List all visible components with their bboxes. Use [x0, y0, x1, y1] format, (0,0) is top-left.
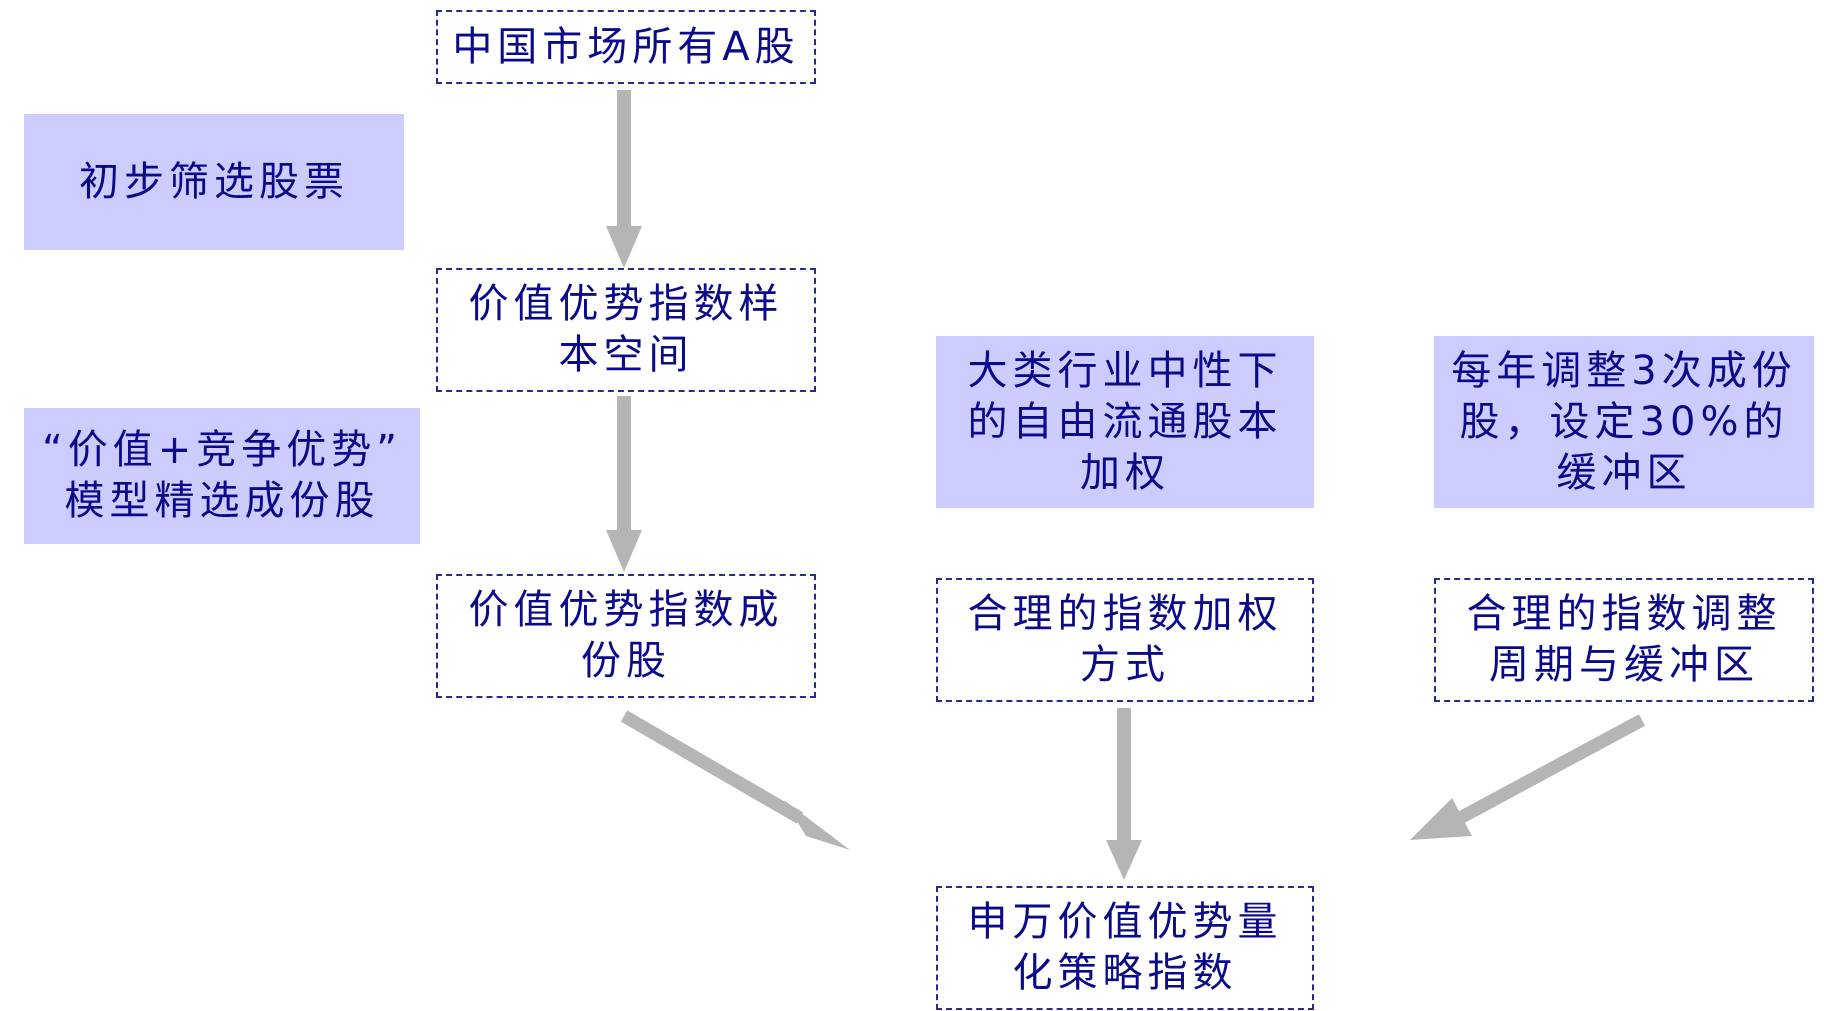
- box-result-index: 申万价值优势量 化策略指数: [936, 886, 1314, 1010]
- label-rebalance-rule-line-2: 股，设定30%的: [1459, 398, 1789, 445]
- box-all-a-shares: 中国市场所有A股: [436, 10, 816, 84]
- label-initial-screening-line-1: 初步筛选股票: [79, 158, 349, 205]
- box-sample-space: 价值优势指数样 本空间: [436, 268, 816, 392]
- arrow-rebalance-to-result: [1410, 714, 1646, 840]
- label-weighting-method-line-2: 的自由流通股本: [967, 398, 1283, 445]
- box-weighting-line-1: 合理的指数加权: [967, 591, 1283, 637]
- label-model-selection: “价值+竞争优势” 模型精选成份股: [24, 408, 420, 544]
- box-weighting: 合理的指数加权 方式: [936, 578, 1314, 702]
- arrow-sample-to-constituents: [606, 396, 642, 572]
- box-rebalance-line-1: 合理的指数调整: [1466, 591, 1782, 637]
- arrow-weighting-to-result: [1106, 708, 1142, 880]
- label-weighting-method-line-1: 大类行业中性下: [967, 347, 1283, 394]
- box-constituents-line-2: 份股: [581, 638, 671, 684]
- label-rebalance-rule-line-1: 每年调整3次成份: [1451, 347, 1797, 394]
- box-sample-space-line-2: 本空间: [558, 332, 694, 378]
- box-result-index-line-2: 化策略指数: [1012, 950, 1238, 996]
- label-rebalance-rule: 每年调整3次成份 股，设定30%的 缓冲区: [1434, 336, 1814, 508]
- label-model-selection-line-1: “价值+竞争优势”: [42, 427, 402, 473]
- box-rebalance-line-2: 周期与缓冲区: [1489, 642, 1759, 688]
- arrow-constituents-to-result: [620, 710, 850, 850]
- box-all-a-shares-line-1: 中国市场所有A股: [452, 23, 800, 70]
- label-initial-screening: 初步筛选股票: [24, 114, 404, 250]
- label-weighting-method-line-3: 加权: [1080, 449, 1170, 496]
- box-constituents-line-1: 价值优势指数成: [468, 587, 784, 633]
- box-weighting-line-2: 方式: [1080, 642, 1170, 688]
- label-weighting-method: 大类行业中性下 的自由流通股本 加权: [936, 336, 1314, 508]
- label-model-selection-line-2: 模型精选成份股: [64, 478, 380, 524]
- box-constituents: 价值优势指数成 份股: [436, 574, 816, 698]
- box-rebalance: 合理的指数调整 周期与缓冲区: [1434, 578, 1814, 702]
- box-result-index-line-1: 申万价值优势量: [967, 899, 1283, 945]
- arrow-top-to-sample: [606, 90, 642, 268]
- box-sample-space-line-1: 价值优势指数样: [468, 281, 784, 327]
- label-rebalance-rule-line-3: 缓冲区: [1556, 449, 1692, 496]
